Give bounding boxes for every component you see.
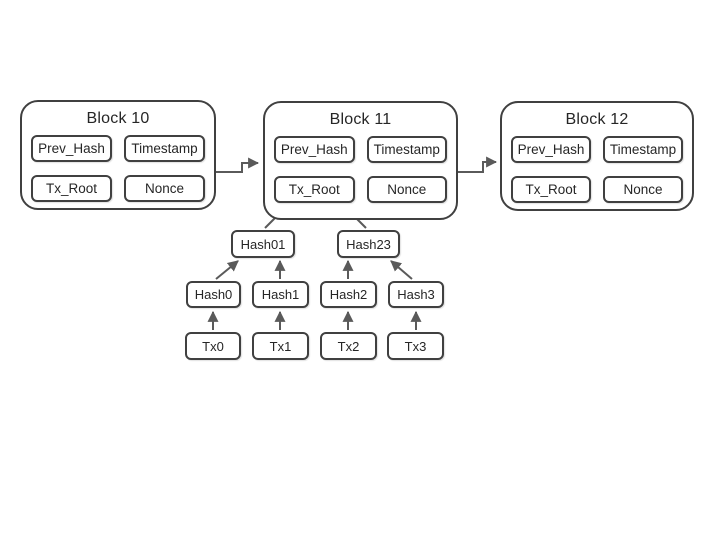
block-10-field-timestamp: Timestamp [124,135,205,162]
block-10-title: Block 10 [86,110,150,127]
merkle-node-hash23: Hash23 [337,230,400,258]
tx-node-tx2: Tx2 [320,332,377,360]
block-10-field-tx-root: Tx_Root [31,175,112,202]
arrow-hash0-to-hash01 [215,260,239,280]
merkle-node-hash1: Hash1 [252,281,309,308]
block-10: Block 10 Prev_Hash Timestamp Tx_Root Non… [20,100,216,210]
merkle-node-hash2: Hash2 [320,281,377,308]
block-10-fields: Prev_Hash Timestamp Tx_Root Nonce [22,133,214,202]
block-11-title: Block 11 [329,111,392,128]
block-12-field-prev-hash: Prev_Hash [511,136,591,163]
tx-node-tx3: Tx3 [387,332,444,360]
tx-node-tx1: Tx1 [252,332,309,360]
merkle-node-hash0: Hash0 [186,281,241,308]
block-12: Block 12 Prev_Hash Timestamp Tx_Root Non… [500,101,694,211]
block-12-field-nonce: Nonce [603,176,683,203]
arrow-hash3-to-hash23 [390,260,413,280]
block-12-title: Block 12 [565,111,629,128]
block-11: Block 11 Prev_Hash Timestamp Tx_Root Non… [263,101,458,220]
merkle-node-hash3: Hash3 [388,281,444,308]
block-11-field-timestamp: Timestamp [366,136,447,163]
block-11-field-prev-hash: Prev_Hash [274,136,355,163]
block-10-field-nonce: Nonce [124,175,205,202]
block-11-field-tx-root: Tx_Root [274,176,355,203]
arrow-block11-to-block12 [458,156,498,173]
block-11-field-nonce: Nonce [366,176,447,203]
block-12-fields: Prev_Hash Timestamp Tx_Root Nonce [502,134,692,203]
merkle-node-hash01: Hash01 [231,230,295,258]
block-12-field-tx-root: Tx_Root [511,176,591,203]
arrow-block10-to-block11 [216,157,260,173]
block-12-field-timestamp: Timestamp [603,136,683,163]
block-11-fields: Prev_Hash Timestamp Tx_Root Nonce [265,134,456,203]
block-10-field-prev-hash: Prev_Hash [31,135,112,162]
tx-node-tx0: Tx0 [185,332,241,360]
